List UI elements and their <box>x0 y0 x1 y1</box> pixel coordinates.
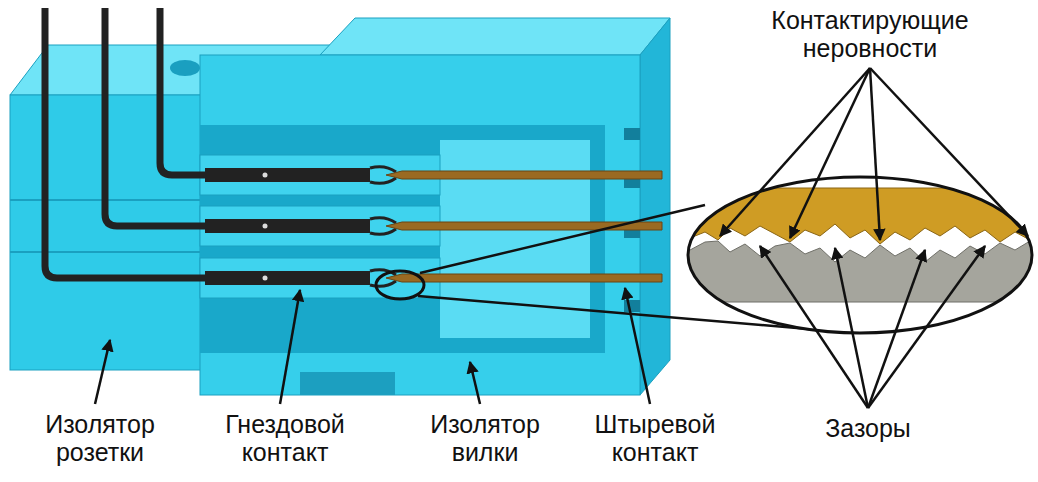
rivet <box>263 276 268 281</box>
leader-arrow <box>870 68 880 240</box>
side-notch <box>624 300 640 312</box>
leader-arrow <box>95 340 110 404</box>
wires <box>45 8 206 278</box>
part-label: Гнездовой контакт <box>210 410 360 466</box>
zoom-line <box>420 205 705 273</box>
wire <box>160 8 206 175</box>
part-label: Изолятор вилки <box>415 410 555 466</box>
leader-arrow <box>720 68 870 236</box>
part-label: Штыревой контакт <box>580 410 730 466</box>
insulator-side <box>640 18 670 395</box>
socket-surface <box>680 241 1038 302</box>
leaders <box>95 68 1028 408</box>
part-label: Контактирующие неровности <box>755 6 985 62</box>
socket-contact <box>205 219 370 233</box>
pin <box>386 171 662 179</box>
wire <box>105 8 206 226</box>
leader-arrow <box>868 246 985 408</box>
leader-arrow <box>790 68 870 238</box>
bottom-notch <box>300 372 395 395</box>
mount-hole <box>170 60 200 76</box>
part-label: Изолятор розетки <box>30 410 170 466</box>
leader-arrow <box>760 246 868 408</box>
pin <box>386 274 662 282</box>
zoom-ellipse <box>688 177 1032 333</box>
leader-arrow <box>868 250 925 408</box>
leader-arrow <box>280 290 300 404</box>
socket-contact <box>205 271 370 285</box>
leader-arrow <box>625 288 650 404</box>
insulator-cavity <box>200 125 605 353</box>
zoom-marker <box>376 271 424 299</box>
pin-contacts <box>386 171 662 282</box>
leader-arrow <box>870 68 1028 236</box>
leader-arrow <box>470 362 480 404</box>
rivet <box>263 173 268 178</box>
part-label: Зазоры <box>825 414 911 442</box>
plug-insulator <box>200 18 670 395</box>
socket-contact <box>205 168 370 182</box>
groove <box>10 251 200 253</box>
zoom-content <box>680 170 1038 340</box>
zoom-ground <box>680 170 1038 340</box>
leader-arrow <box>835 248 868 408</box>
rivet <box>263 224 268 229</box>
side-notch <box>624 128 640 140</box>
insulator-front <box>10 95 210 370</box>
zoom-view <box>376 170 1038 340</box>
pin-surface <box>680 188 1038 244</box>
insulator-top <box>320 18 670 55</box>
wire <box>45 8 206 278</box>
